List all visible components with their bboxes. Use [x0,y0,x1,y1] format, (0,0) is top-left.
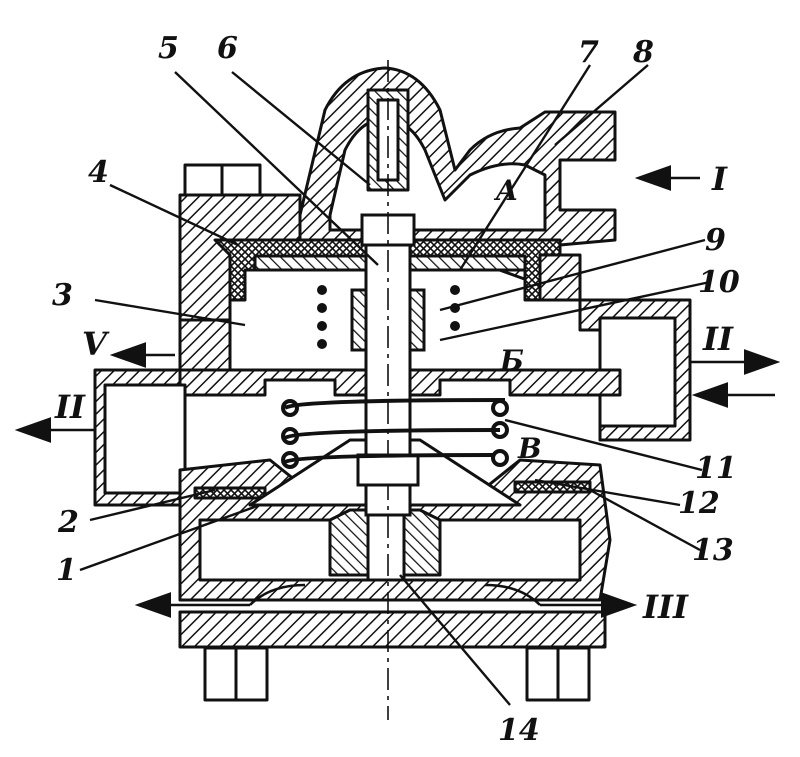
part-labels: 5 6 7 8 4 9 3 10 11 12 13 2 1 14 [52,31,740,748]
label-5: 5 [158,31,179,66]
label-3: 3 [52,278,73,313]
label-14: 14 [498,713,540,748]
label-8: 8 [632,35,654,70]
central-stem [350,60,426,720]
chamber-label-b: Б [499,344,524,377]
label-11: 11 [695,451,737,486]
base-plate [178,610,607,649]
port-labels: I II V II III [54,160,734,626]
lower-spring [281,398,509,469]
chamber-label-a: A [493,174,518,207]
label-1: 1 [56,553,77,588]
label-6: 6 [217,31,238,66]
port-label-i: I [711,160,728,198]
label-2: 2 [57,505,79,540]
label-13: 13 [692,533,734,568]
label-7: 7 [578,35,599,70]
chamber-label-v: В [517,432,542,465]
port-label-ii-right: II [702,320,734,358]
label-12: 12 [678,486,720,521]
label-10: 10 [698,265,740,300]
chamber-labels: A Б В [493,174,542,465]
label-4: 4 [88,155,109,190]
port-label-ii-left: II [54,388,86,426]
label-9: 9 [705,223,726,258]
port-label-v: V [82,325,110,363]
leader-lines [79,64,711,706]
upper-spring [317,285,460,349]
port-label-iii: III [642,588,689,626]
flow-arrows [14,165,781,618]
